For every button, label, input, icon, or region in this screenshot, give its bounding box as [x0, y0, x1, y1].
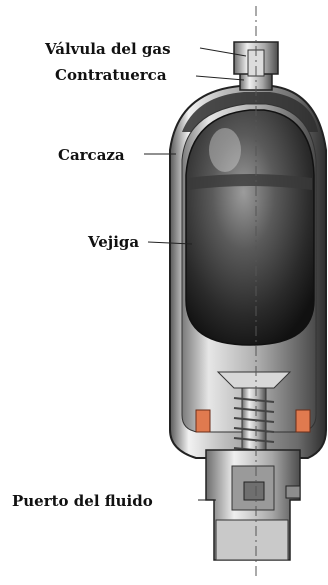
label-shell: Carcaza — [58, 146, 125, 164]
seal-right — [296, 410, 310, 432]
label-gas-valve: Válvula del gas — [45, 40, 171, 58]
bottom-nut — [244, 482, 264, 500]
label-bladder: Vejiga — [88, 233, 139, 251]
label-locknut: Contratuerca — [55, 66, 167, 84]
bladder-highlight — [209, 128, 241, 172]
bleed-screw — [286, 486, 300, 498]
bladder — [186, 110, 314, 345]
seal-left — [196, 410, 210, 432]
fluid-port-nozzle — [216, 520, 288, 560]
label-fluid-port: Puerto del fluido — [12, 492, 153, 510]
leader-locknut — [196, 76, 244, 80]
